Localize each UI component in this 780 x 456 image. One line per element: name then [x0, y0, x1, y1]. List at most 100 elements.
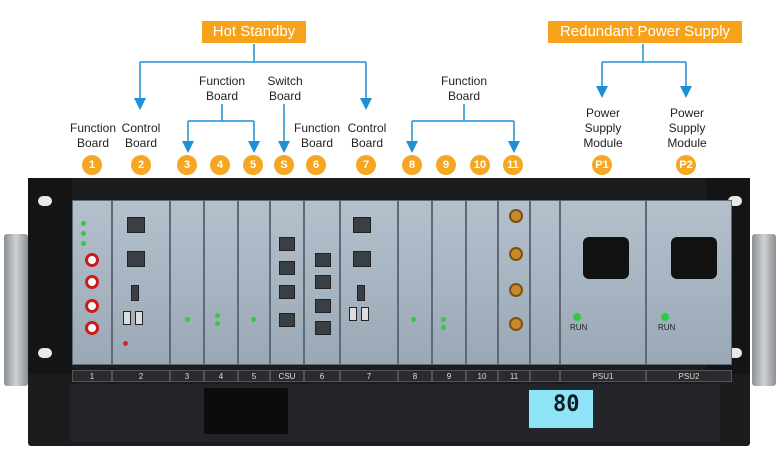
- ethernet-port[interactable]: [279, 285, 295, 299]
- slot-9-function-board[interactable]: [432, 200, 466, 365]
- bnc-connector[interactable]: [509, 209, 523, 223]
- ethernet-port[interactable]: [127, 217, 145, 233]
- blank-filler-panel: [530, 200, 560, 365]
- slot-label: 6: [304, 370, 340, 382]
- usb-port[interactable]: [349, 307, 357, 321]
- slot-label: 1: [72, 370, 112, 382]
- right-ear-hole-top: [728, 196, 742, 206]
- left-ear-hole-bottom: [38, 348, 52, 358]
- hdmi-port[interactable]: [357, 285, 365, 301]
- bnc-connector[interactable]: [509, 317, 523, 331]
- slot-10-function-board[interactable]: [466, 200, 498, 365]
- hot-standby-banner: Hot Standby: [202, 21, 306, 43]
- status-led: [215, 313, 220, 318]
- status-led: [81, 221, 86, 226]
- rear-panel-window: [204, 388, 288, 434]
- ethernet-port[interactable]: [315, 275, 331, 289]
- ethernet-port[interactable]: [353, 251, 371, 267]
- usb-port[interactable]: [135, 311, 143, 325]
- slot-label: 9: [432, 370, 466, 382]
- badge-3: 3: [177, 155, 197, 175]
- status-led: [81, 231, 86, 236]
- power-inlet-icon[interactable]: [671, 237, 717, 279]
- status-led: [441, 325, 446, 330]
- rca-connector[interactable]: [85, 299, 99, 313]
- power-inlet-icon[interactable]: [583, 237, 629, 279]
- slot-5-function-board[interactable]: [238, 200, 270, 365]
- bracket-arrows: [134, 44, 692, 153]
- slot-label: 2: [112, 370, 170, 382]
- hdmi-port[interactable]: [131, 285, 139, 301]
- run-led: [573, 313, 581, 321]
- slot-label: 11: [498, 370, 530, 382]
- slot-label: 10: [466, 370, 498, 382]
- lcd-readout: 80: [553, 392, 580, 417]
- slot-psu2[interactable]: RUN: [646, 200, 732, 365]
- ethernet-port[interactable]: [279, 237, 295, 251]
- badge-9: 9: [436, 155, 456, 175]
- badge-p1: P1: [592, 155, 612, 175]
- slot-3-function-board[interactable]: [170, 200, 204, 365]
- psu1-run-label: RUN: [570, 323, 588, 332]
- lower-panel: [70, 384, 720, 442]
- badge-p2: P2: [676, 155, 696, 175]
- bnc-connector[interactable]: [509, 283, 523, 297]
- status-led: [123, 341, 128, 346]
- bnc-connector[interactable]: [509, 247, 523, 261]
- slot-11-function-board[interactable]: [498, 200, 530, 365]
- slot-csu-switch-board[interactable]: [270, 200, 304, 365]
- left-handle[interactable]: [4, 234, 28, 386]
- rca-connector[interactable]: [85, 253, 99, 267]
- slot-label: PSU1: [560, 370, 646, 382]
- slot-label: [530, 370, 560, 382]
- badge-5: 5: [243, 155, 263, 175]
- ethernet-port[interactable]: [315, 299, 331, 313]
- ethernet-port[interactable]: [353, 217, 371, 233]
- psu2-run-label: RUN: [658, 323, 676, 332]
- usb-port[interactable]: [361, 307, 369, 321]
- right-ear-hole-bottom: [728, 348, 742, 358]
- usb-port[interactable]: [123, 311, 131, 325]
- slot-label: 8: [398, 370, 432, 382]
- badge-1: 1: [82, 155, 102, 175]
- rca-connector[interactable]: [85, 321, 99, 335]
- slot-4-function-board[interactable]: [204, 200, 238, 365]
- left-rack-ear: [28, 178, 72, 374]
- ethernet-port[interactable]: [315, 321, 331, 335]
- sfp-port[interactable]: [279, 313, 295, 327]
- slot-1-function-board[interactable]: [72, 200, 112, 365]
- badge-2: 2: [131, 155, 151, 175]
- lcd-display: 80: [527, 388, 595, 430]
- slot-label: 3: [170, 370, 204, 382]
- slot-2-control-board[interactable]: [112, 200, 170, 365]
- slot-psu1[interactable]: RUN: [560, 200, 646, 365]
- slot-6-function-board[interactable]: [304, 200, 340, 365]
- ethernet-port[interactable]: [279, 261, 295, 275]
- left-ear-hole-top: [38, 196, 52, 206]
- status-led: [441, 317, 446, 322]
- badge-7: 7: [356, 155, 376, 175]
- slot-7-control-board[interactable]: [340, 200, 398, 365]
- ethernet-port[interactable]: [315, 253, 331, 267]
- slot-label: CSU: [270, 370, 304, 382]
- slot-label: 4: [204, 370, 238, 382]
- right-handle[interactable]: [752, 234, 776, 386]
- badge-s: S: [274, 155, 294, 175]
- rca-connector[interactable]: [85, 275, 99, 289]
- slot-8-function-board[interactable]: [398, 200, 432, 365]
- status-led: [215, 321, 220, 326]
- slot-label: 5: [238, 370, 270, 382]
- ethernet-port[interactable]: [127, 251, 145, 267]
- redundant-power-banner: Redundant Power Supply: [548, 21, 742, 43]
- slot-label: PSU2: [646, 370, 732, 382]
- badge-10: 10: [470, 155, 490, 175]
- status-led: [185, 317, 190, 322]
- status-led: [81, 241, 86, 246]
- badge-6: 6: [306, 155, 326, 175]
